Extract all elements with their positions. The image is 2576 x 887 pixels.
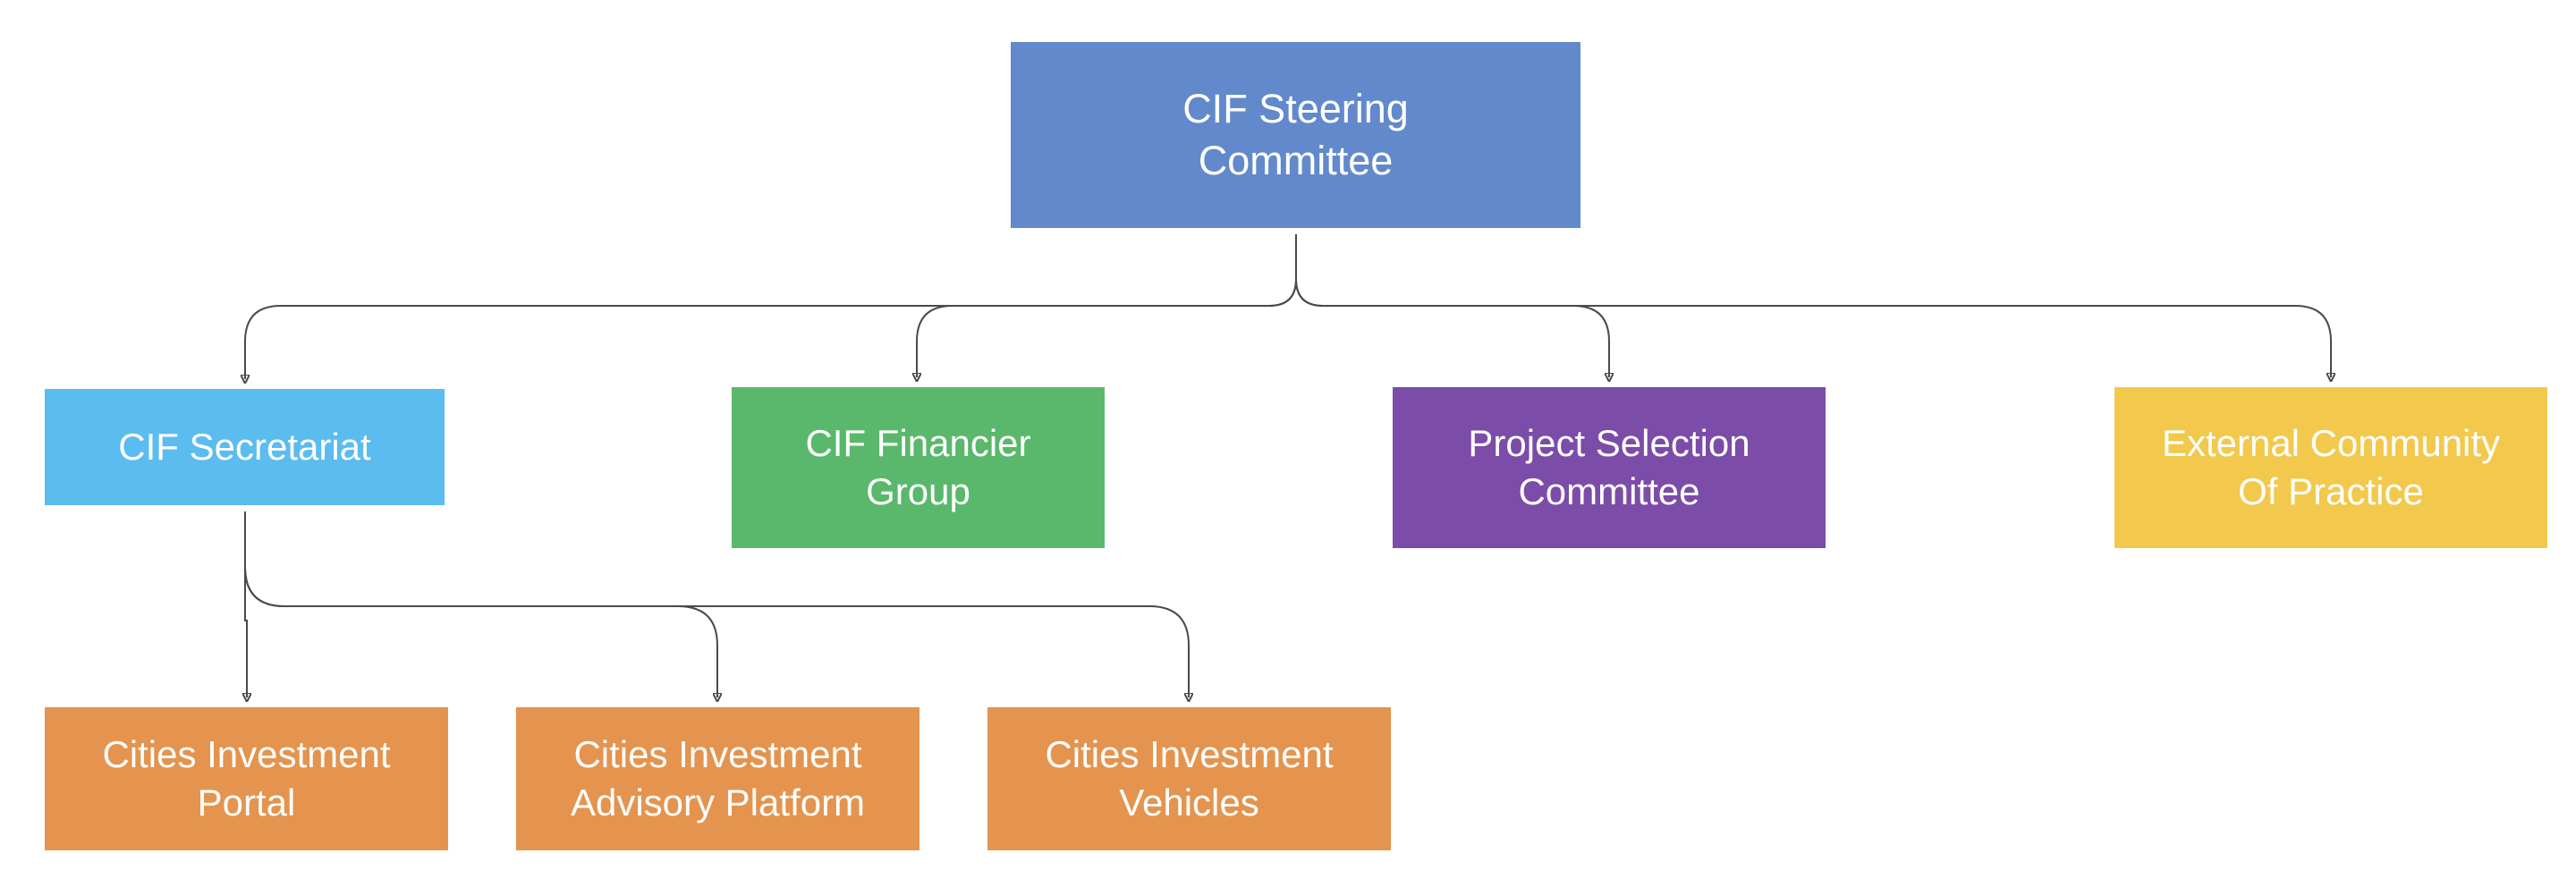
connector-secretariat-to-vehicles [244, 511, 1189, 697]
connector-root-to-financier [917, 234, 1297, 377]
connector-secretariat-to-advisory [244, 511, 717, 697]
node-cif-secretariat: CIF Secretariat [45, 389, 445, 505]
node-label: CIF Secretariat [118, 426, 371, 468]
connector-root-to-external [1295, 234, 2331, 377]
